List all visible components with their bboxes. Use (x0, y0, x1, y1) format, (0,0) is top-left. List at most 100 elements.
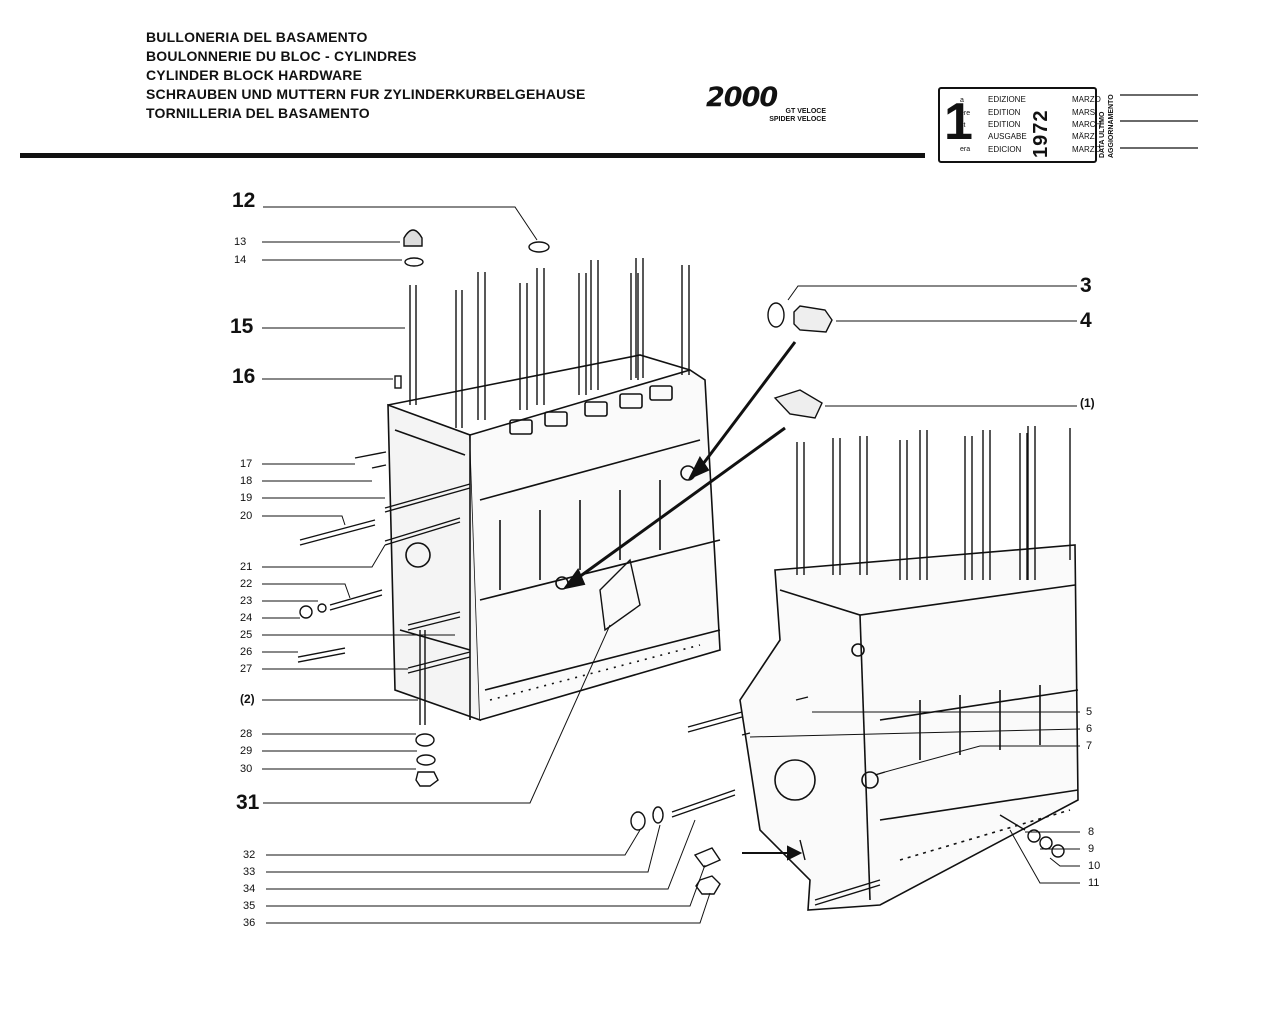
callout-9: 9 (1088, 843, 1095, 855)
logo-model-number: 2000 (706, 82, 778, 113)
stud-27 (407, 651, 471, 674)
nut-24 (299, 605, 313, 619)
title-english: CYLINDER BLOCK HARDWARE (146, 67, 363, 83)
callout-32: 32 (243, 849, 256, 861)
arrows (562, 341, 803, 861)
callout-18: 18 (240, 475, 253, 487)
logo-sub-gt: GT VELOCE (785, 108, 826, 115)
callout-21: 21 (240, 561, 253, 573)
callout-31: 31 (236, 791, 260, 814)
edition-month: MÄRZ (1072, 132, 1095, 141)
edition-suffix: a (960, 97, 964, 104)
nut-36 (695, 875, 721, 895)
callout-34: 34 (243, 883, 256, 895)
stud-21 (384, 517, 461, 546)
leader-lines (262, 206, 1081, 924)
title-italian: BULLONERIA DEL BASAMENTO (146, 29, 368, 45)
callout-3: 3 (1080, 274, 1092, 297)
stud-25 (407, 611, 461, 631)
model-logo: 2000 GT VELOCE SPIDER VELOCE (706, 82, 826, 123)
callout-11: 11 (1088, 877, 1100, 889)
left-block-studs (409, 258, 690, 428)
stud-5 (795, 696, 809, 701)
washer-23 (317, 603, 327, 613)
nut-10 (1039, 836, 1053, 850)
stud-22 (329, 589, 383, 611)
washer-28 (415, 733, 435, 747)
callout-25: 25 (240, 629, 253, 641)
callout-24: 24 (240, 612, 253, 624)
edition-month: MARCH (1072, 120, 1102, 129)
edition-box: 1 a ere st . era EDIZIONE EDITION EDITIO… (938, 87, 1101, 163)
right-block-studs (796, 426, 1071, 580)
stud-8 (999, 814, 1026, 831)
callout-12: 12 (232, 189, 256, 212)
title-french: BOULONNERIE DU BLOC - CYLINDRES (146, 48, 417, 64)
callout-26: 26 (240, 646, 253, 658)
callout-23: 23 (240, 595, 253, 607)
washer-33 (652, 806, 664, 824)
callout-6: 6 (1086, 723, 1093, 735)
logo-subtitle: GT VELOCE SPIDER VELOCE (766, 108, 826, 124)
washer-29 (416, 754, 436, 766)
callout-16: 16 (232, 365, 256, 388)
callout-5: 5 (1086, 706, 1093, 718)
stud-lower-right (814, 879, 881, 906)
callout-15: 15 (230, 315, 254, 338)
callout-27: 27 (240, 663, 253, 675)
stud-19 (384, 483, 471, 513)
nut-30 (415, 771, 439, 787)
edition-month: MARS (1072, 108, 1096, 117)
callout-22: 22 (240, 578, 253, 590)
edition-suffix: ere (960, 110, 971, 117)
callout-29: 29 (240, 745, 253, 757)
callout-20: 20 (240, 510, 253, 522)
stud-26 (297, 647, 346, 663)
callout-19: 19 (240, 492, 253, 504)
edition-label: AUSGABE (988, 132, 1027, 141)
washer-12 (528, 241, 550, 253)
edition-label: EDICION (988, 145, 1022, 154)
edition-month: MARZO (1072, 95, 1101, 104)
stud-17-18 (354, 451, 387, 469)
dowel-16 (394, 375, 402, 389)
callout-10: 10 (1088, 860, 1101, 872)
callout-14: 14 (234, 254, 247, 266)
nut-11 (1051, 844, 1065, 858)
title-block: BULLONERIA DEL BASAMENTO BOULONNERIE DU … (146, 28, 586, 123)
edition-label: EDIZIONE (988, 95, 1026, 104)
edition-suffix: . (960, 134, 962, 141)
callout-36: 36 (243, 917, 256, 929)
washer-14 (404, 257, 424, 267)
logo-sub-spider: SPIDER VELOCE (769, 116, 826, 123)
bracket-31 (599, 558, 641, 632)
cap-nut-13 (403, 229, 423, 247)
edition-label: EDITION (988, 108, 1021, 117)
title-spanish: TORNILLERIA DEL BASAMENTO (146, 105, 370, 121)
stud-20 (299, 519, 376, 546)
callout-17: 17 (240, 458, 253, 470)
stud-marked (799, 839, 806, 861)
right-cylinder-block (739, 544, 1079, 911)
washer-9 (1027, 829, 1041, 843)
washer-3 (767, 302, 785, 328)
callout-35: 35 (243, 900, 256, 912)
edition-label: EDITION (988, 120, 1021, 129)
callout-1: (1) (1080, 396, 1095, 410)
edition-suffix: st (960, 122, 966, 129)
callout-28: 28 (240, 728, 253, 740)
callout-4: 4 (1080, 309, 1092, 332)
stud-6 (741, 732, 751, 736)
callout-7: 7 (1086, 740, 1093, 752)
edition-month: MARZO (1072, 145, 1101, 154)
edition-number: 1 (944, 93, 973, 151)
title-german: SCHRAUBEN UND MUTTERN FUR ZYLINDERKURBEL… (146, 86, 586, 102)
nut-32 (630, 811, 646, 831)
callout-2: (2) (240, 692, 255, 706)
callout-30: 30 (240, 763, 253, 775)
dowel-7 (874, 771, 886, 776)
callout-8: 8 (1088, 826, 1095, 838)
sensor-1 (773, 389, 823, 419)
callout-13: 13 (234, 236, 247, 248)
